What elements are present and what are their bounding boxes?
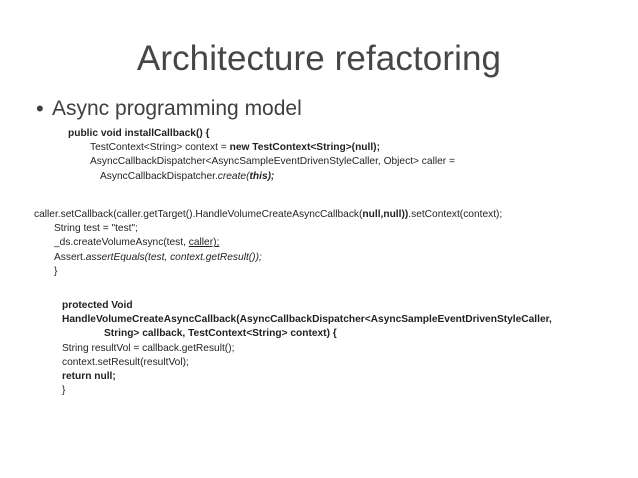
code-run: .setContext(context); — [408, 209, 503, 220]
code-run: String test = "test"; — [54, 223, 138, 235]
code-run: Assert. — [54, 251, 86, 263]
code-line: AsyncCallbackDispatcher<AsyncSampleEvent… — [68, 155, 628, 169]
code-line: protected Void — [62, 299, 637, 313]
code-line: AsyncCallbackDispatcher.create(this); — [68, 170, 628, 184]
code-run: return null; — [62, 371, 116, 383]
code-run: } — [62, 385, 66, 397]
code-run: null,null)) — [362, 209, 409, 220]
code-line: return null; — [62, 370, 637, 384]
code-run: context.setResult(resultVol); — [62, 356, 189, 368]
code-run: new TestContext<String>(null); — [229, 142, 380, 154]
code-run: protected Void — [62, 300, 133, 311]
code-run: this); — [249, 170, 275, 182]
code-run: } — [54, 265, 58, 277]
code-line: TestContext<String> context = new TestCo… — [68, 141, 628, 155]
code-run: assertEquals(test, context.getResult()); — [85, 251, 262, 263]
code-block-set-callback: caller.setCallback(caller.getTarget().Ha… — [34, 208, 634, 279]
code-line: HandleVolumeCreateAsyncCallback(AsyncCal… — [62, 313, 637, 327]
code-line: String> callback, TestContext<String> co… — [62, 327, 637, 341]
code-block-install-callback: public void installCallback() { TestConte… — [68, 127, 628, 184]
code-run: TestContext<String> context = — [90, 142, 230, 154]
code-run: AsyncCallbackDispatcher. — [100, 170, 218, 182]
code-line: _ds.createVolumeAsync(test, caller); — [34, 236, 634, 250]
code-line: context.setResult(resultVol); — [62, 356, 637, 370]
bullet-item-label: Async programming model — [52, 97, 302, 120]
bullet-marker-icon: • — [36, 96, 44, 121]
code-line: caller.setCallback(caller.getTarget().Ha… — [34, 208, 634, 222]
page-title: Architecture refactoring — [136, 39, 502, 78]
code-line: } — [34, 265, 634, 279]
code-run: AsyncCallbackDispatcher<AsyncSampleEvent… — [90, 156, 455, 168]
bullet-list-item: • Async programming model — [30, 97, 610, 121]
code-run: caller.setCallback(caller.getTarget().Ha… — [34, 209, 363, 220]
code-line: public void installCallback() { — [68, 127, 628, 141]
code-run: caller); — [188, 237, 220, 249]
code-run: HandleVolumeCreateAsyncCallback(AsyncCal… — [62, 314, 552, 326]
code-run: String resultVol = callback.getResult(); — [62, 342, 235, 354]
code-run: create( — [217, 170, 250, 182]
code-run: String> callback, TestContext<String> co… — [104, 328, 337, 340]
code-line: } — [62, 384, 637, 398]
code-line: String resultVol = callback.getResult(); — [62, 342, 637, 356]
code-run: public void installCallback() { — [68, 128, 210, 139]
code-line: String test = "test"; — [34, 222, 634, 236]
code-run: _ds.createVolumeAsync(test, — [54, 237, 189, 249]
code-line: Assert.assertEquals(test, context.getRes… — [34, 251, 634, 265]
